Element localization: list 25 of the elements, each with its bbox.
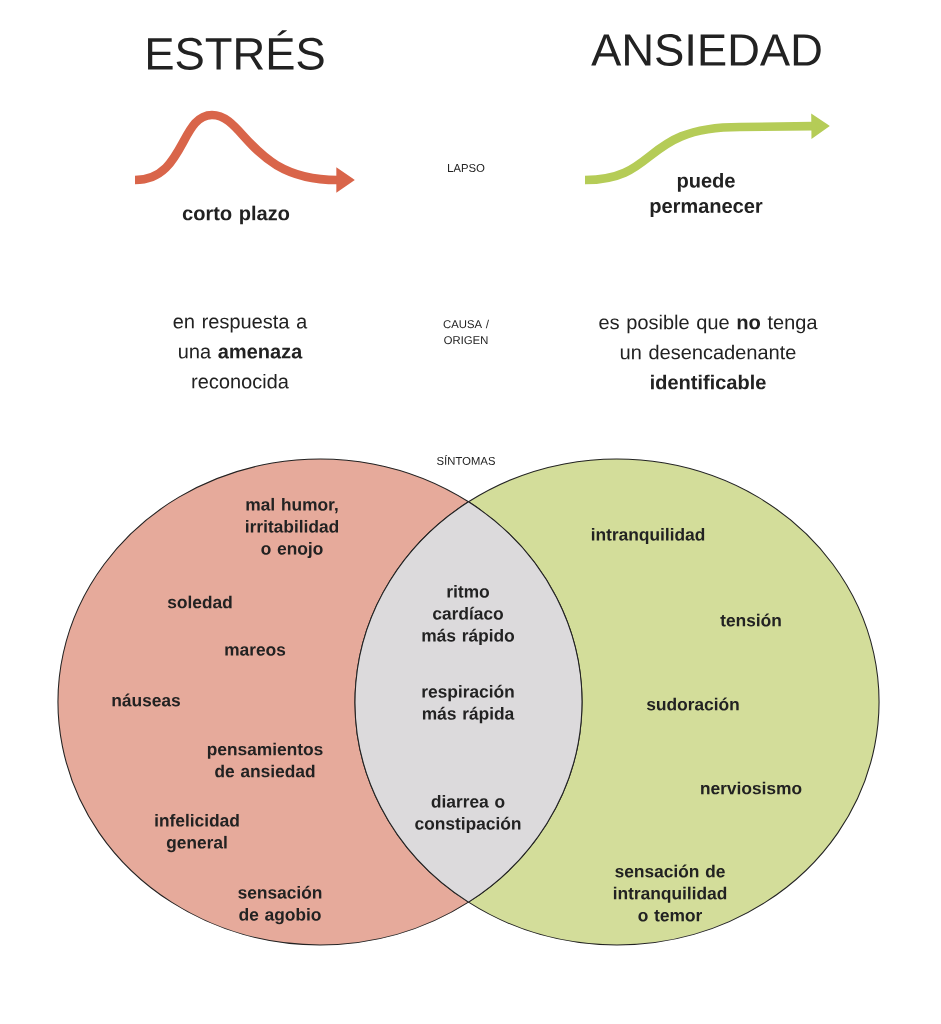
symptom-text: sensación de agobio [238, 885, 322, 925]
symptom-text: pensamientos de ansiedad [207, 742, 323, 778]
symptom-text: mareos [225, 646, 286, 656]
duration-text: puede permanecer [650, 173, 763, 217]
symptom-text: nerviosismo [701, 781, 802, 795]
symptom-text: respiración más rápida [422, 684, 515, 724]
category-label: SÍNTOMAS [437, 455, 495, 465]
duration-text: corto plazo [182, 205, 290, 225]
symptom-text: tensión [720, 613, 781, 627]
symptom-text: mal humor, irritabilidad o enojo [246, 497, 339, 559]
symptom-text: soledad [167, 595, 232, 609]
symptom-text: náuseas [112, 693, 180, 707]
symptom-text: diarrea o constipación [415, 794, 521, 834]
category-label: CAUSA / ORIGEN [443, 319, 489, 345]
cause-text: en respuesta a una amenaza reconocida [173, 315, 308, 389]
symptom-text: ritmo cardíaco más rápido [422, 584, 515, 646]
symptom-text: sudoración [646, 697, 739, 711]
overlap-region [354, 501, 583, 903]
category-label: LAPSO [448, 164, 485, 172]
heading: ANSIEDAD [591, 33, 821, 67]
symptom-text: sensación de intranquilidad o temor [613, 864, 727, 922]
heading: ESTRÉS [148, 30, 324, 70]
cause-text: es posible que no tenga un desencadenante identificable [599, 314, 818, 390]
symptom-text: intranquilidad [591, 527, 705, 545]
symptom-text: infelicidad general [155, 813, 239, 853]
